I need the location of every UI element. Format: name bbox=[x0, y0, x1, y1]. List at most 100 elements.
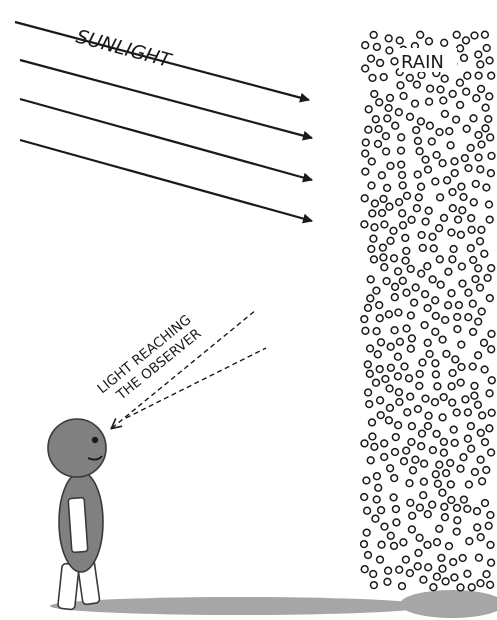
raindrop-icon bbox=[488, 559, 495, 566]
sunlight-arrow-icon bbox=[20, 99, 312, 180]
raindrop-icon bbox=[483, 45, 490, 52]
raindrop-icon bbox=[383, 148, 390, 155]
raindrop-icon bbox=[361, 221, 368, 228]
raindrop-icon bbox=[442, 111, 449, 118]
raindrop-icon bbox=[459, 263, 466, 270]
raindrop-icon bbox=[406, 480, 413, 487]
raindrop-icon bbox=[478, 226, 485, 233]
raindrop-icon bbox=[395, 422, 402, 429]
raindrop-icon bbox=[383, 133, 390, 140]
raindrop-icon bbox=[406, 75, 413, 82]
raindrop-icon bbox=[372, 116, 379, 123]
raindrop-icon bbox=[369, 75, 376, 82]
raindrop-icon bbox=[472, 276, 479, 283]
raindrop-icon bbox=[430, 584, 437, 591]
raindrop-icon bbox=[387, 163, 394, 170]
raindrop-icon bbox=[425, 207, 432, 214]
raindrop-icon bbox=[450, 426, 457, 433]
raindrop-icon bbox=[365, 305, 372, 312]
raindrop-icon bbox=[378, 541, 385, 548]
raindrop-icon bbox=[444, 177, 451, 184]
raindrop-icon bbox=[373, 328, 380, 335]
raindrop-icon bbox=[398, 161, 405, 168]
raindrop-icon bbox=[443, 351, 450, 358]
raindrop-icon bbox=[453, 31, 460, 38]
raindrop-icon bbox=[401, 458, 408, 465]
raindrop-icon bbox=[440, 97, 447, 104]
raindrop-icon bbox=[487, 542, 494, 549]
raindrop-icon bbox=[488, 331, 495, 338]
raindrop-icon bbox=[477, 430, 484, 437]
raindrop-icon bbox=[415, 406, 422, 413]
raindrop-icon bbox=[464, 506, 471, 513]
sunlight-arrow-icon bbox=[20, 140, 312, 221]
raindrop-icon bbox=[378, 339, 385, 346]
raindrop-icon bbox=[412, 100, 419, 107]
raindrop-icon bbox=[447, 481, 454, 488]
raindrop-icon bbox=[449, 205, 456, 212]
raindrop-icon bbox=[390, 494, 397, 501]
raindrop-icon bbox=[361, 541, 368, 548]
raindrop-icon bbox=[385, 105, 392, 112]
raindrop-icon bbox=[426, 38, 433, 45]
raindrop-icon bbox=[465, 165, 472, 172]
raindrop-icon bbox=[470, 115, 477, 122]
raindrop-icon bbox=[427, 122, 434, 129]
raindrop-icon bbox=[391, 294, 398, 301]
raindrop-icon bbox=[407, 393, 414, 400]
raindrop-icon bbox=[441, 39, 448, 46]
raindrop-icon bbox=[415, 194, 422, 201]
raindrop-icon bbox=[374, 44, 381, 51]
raindrop-icon bbox=[367, 276, 374, 283]
raindrop-icon bbox=[448, 229, 455, 236]
raindrop-icon bbox=[461, 496, 468, 503]
raindrop-icon bbox=[432, 328, 439, 335]
raindrop-icon bbox=[487, 134, 494, 141]
raindrop-icon bbox=[471, 392, 478, 399]
raindrop-icon bbox=[468, 445, 475, 452]
raindrop-icon bbox=[384, 578, 391, 585]
raindrop-icon bbox=[463, 125, 470, 132]
raindrop-icon bbox=[400, 93, 407, 100]
raindrop-icon bbox=[474, 524, 481, 531]
raindrop-icon bbox=[383, 278, 390, 285]
raindrop-icon bbox=[454, 517, 461, 524]
raindrop-icon bbox=[420, 492, 427, 499]
raindrop-icon bbox=[462, 155, 469, 162]
raindrop-icon bbox=[441, 215, 448, 222]
raindrop-icon bbox=[430, 245, 437, 252]
raindrop-icon bbox=[436, 525, 443, 532]
raindrop-icon bbox=[412, 456, 419, 463]
raindrop-icon bbox=[475, 265, 482, 272]
raindrop-icon bbox=[422, 156, 429, 163]
raindrop-icon bbox=[457, 79, 464, 86]
raindrop-icon bbox=[362, 139, 369, 146]
person-figure-icon bbox=[48, 419, 106, 610]
raindrop-icon bbox=[429, 233, 436, 240]
raindrop-icon bbox=[488, 377, 495, 384]
raindrop-icon bbox=[367, 345, 374, 352]
raindrop-icon bbox=[462, 396, 469, 403]
raindrop-icon bbox=[475, 401, 482, 408]
raindrop-icon bbox=[397, 82, 404, 89]
light-label: LIGHT REACHING THE OBSERVER bbox=[94, 312, 205, 410]
raindrop-icon bbox=[381, 523, 388, 530]
raindrop-icon bbox=[428, 138, 435, 145]
raindrop-icon bbox=[368, 246, 375, 253]
raindrop-icon bbox=[376, 315, 383, 322]
raindrop-icon bbox=[434, 573, 441, 580]
raindrop-icon bbox=[387, 95, 394, 102]
raindrop-icon bbox=[381, 440, 388, 447]
raindrop-icon bbox=[366, 401, 373, 408]
raindrop-icon bbox=[400, 222, 407, 229]
raindrop-icon bbox=[385, 35, 392, 42]
raindrop-icon bbox=[432, 297, 439, 304]
raindrop-icon bbox=[361, 440, 368, 447]
raindrop-icon bbox=[477, 534, 484, 541]
raindrop-icon bbox=[412, 284, 419, 291]
raindrop-icon bbox=[442, 514, 449, 521]
raindrop-icon bbox=[418, 118, 425, 125]
raindrop-icon bbox=[449, 91, 456, 98]
raindrop-icon bbox=[460, 194, 467, 201]
raindrop-icon bbox=[449, 256, 456, 263]
